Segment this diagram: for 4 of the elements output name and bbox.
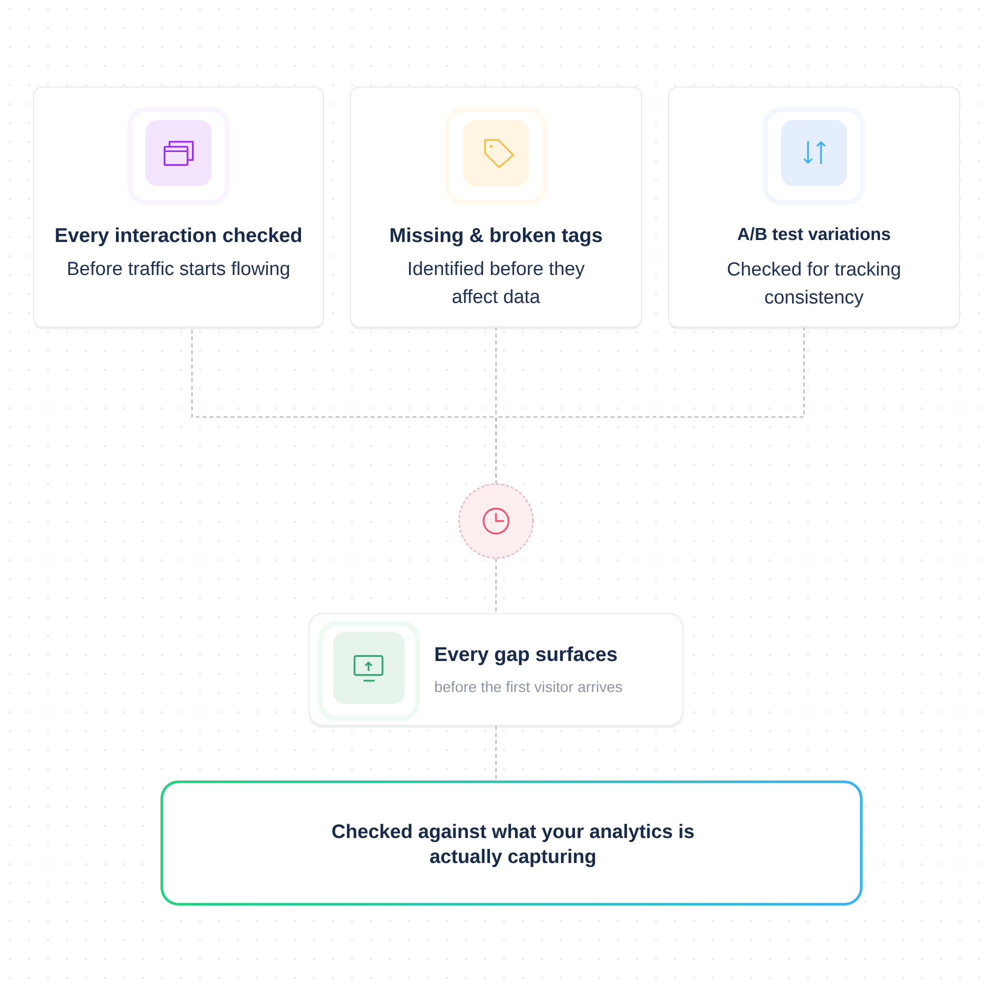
result-box: Checked against what your analytics is actually capturing	[163, 783, 860, 903]
connector	[495, 726, 497, 780]
connector	[495, 558, 497, 613]
connector	[495, 328, 805, 484]
